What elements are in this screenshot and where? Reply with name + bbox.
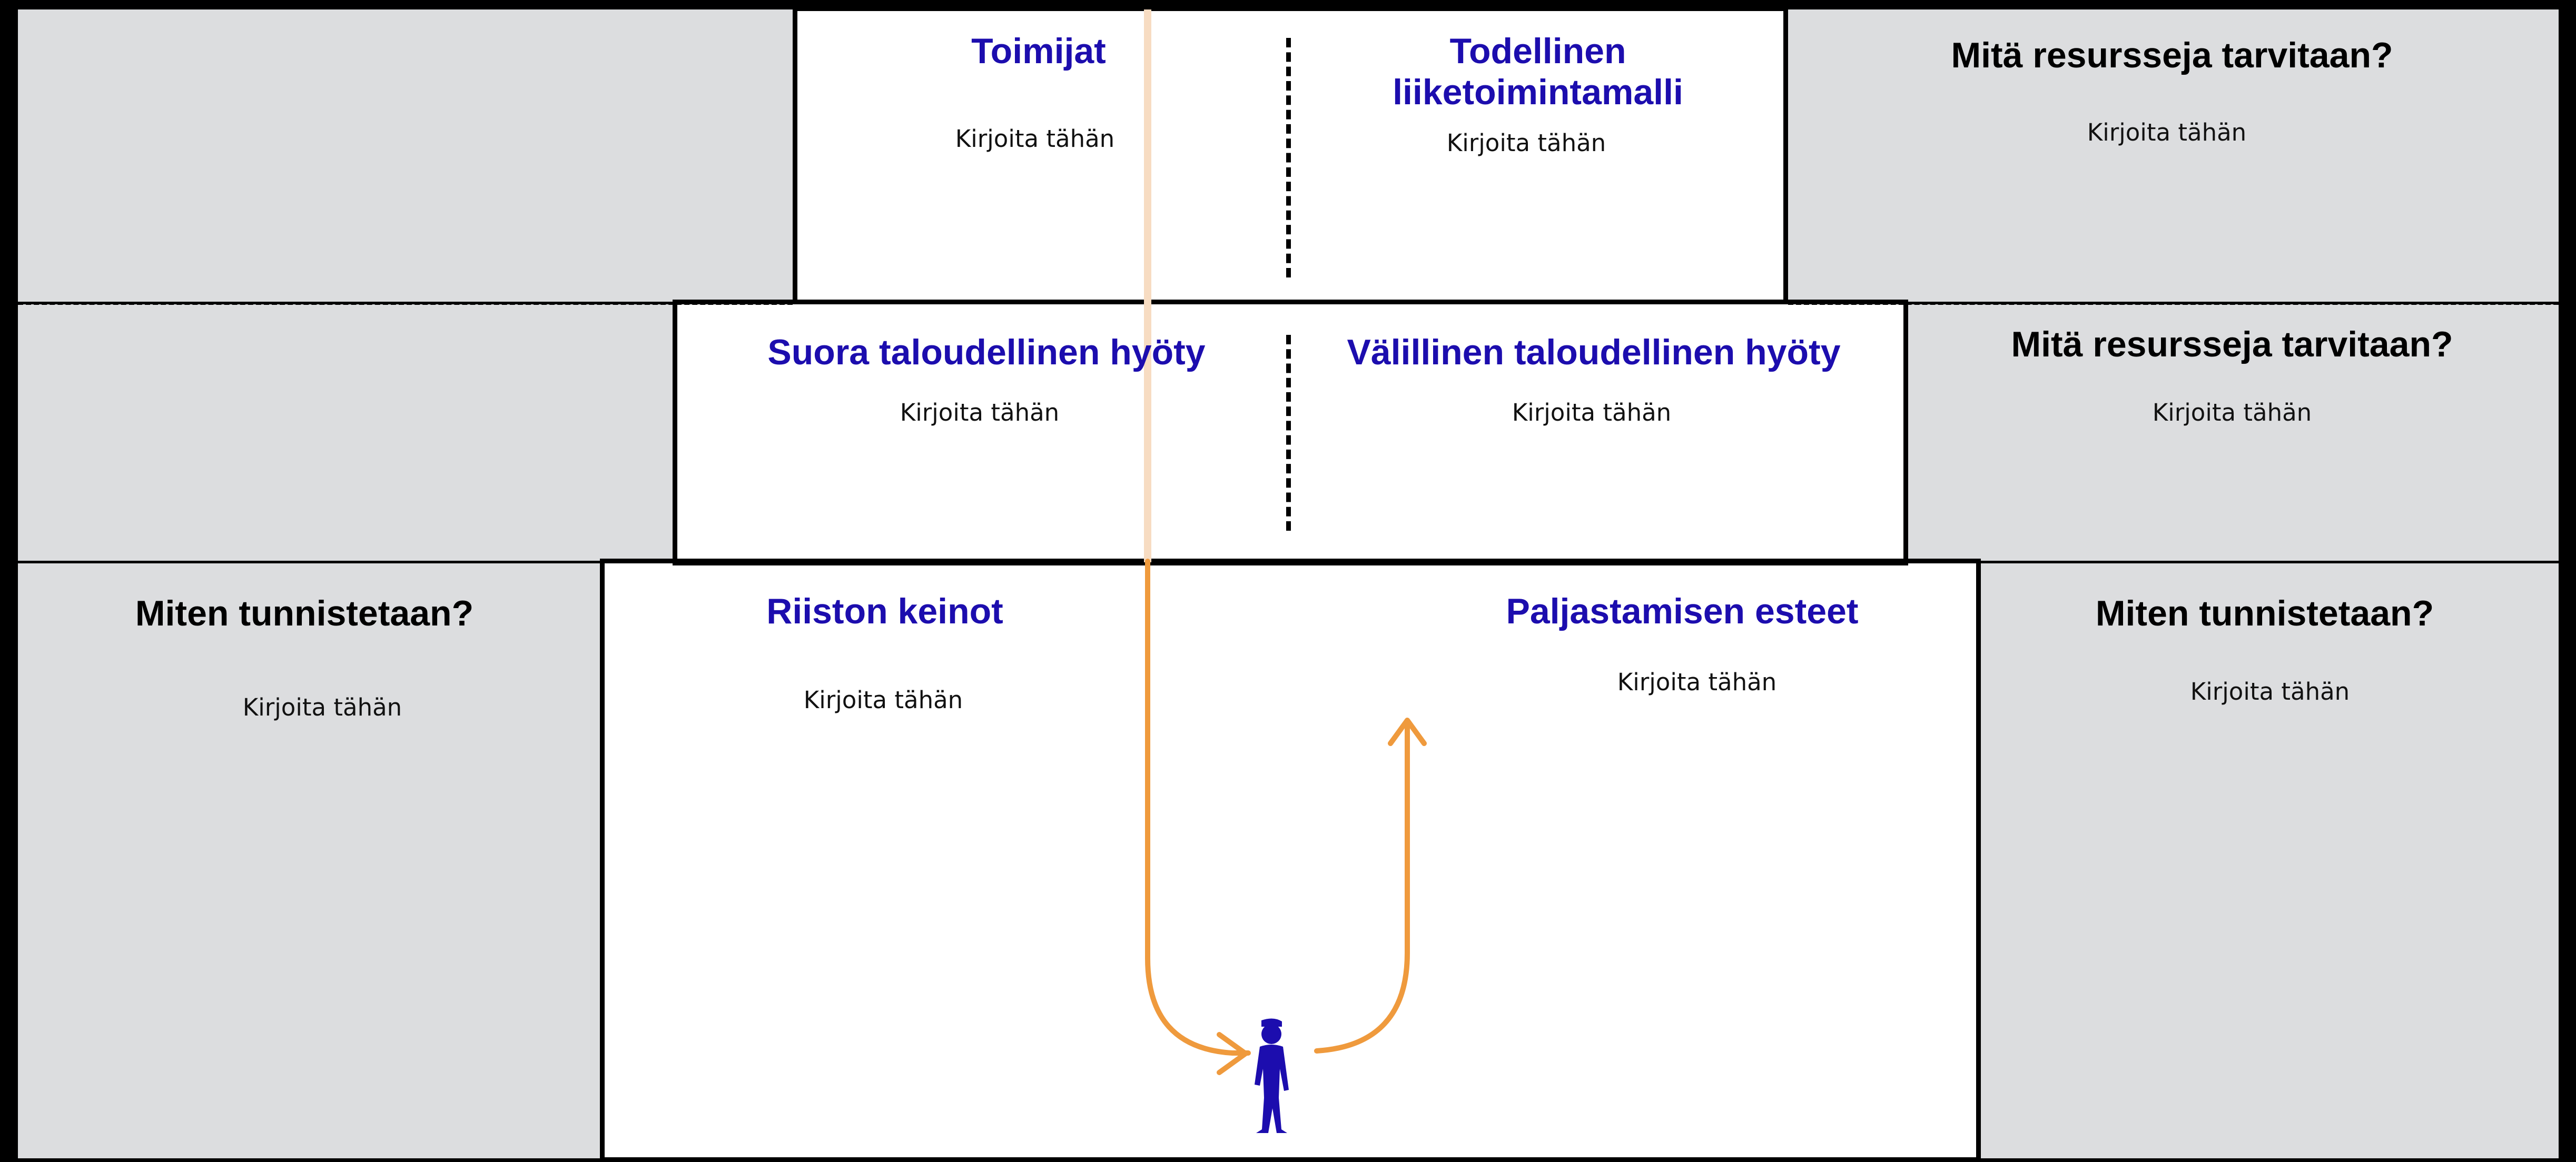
arrow-down-right-icon bbox=[1145, 559, 1251, 1075]
resources-note-middle[interactable]: Kirjoita tähän bbox=[2152, 399, 2312, 426]
indirect-benefit-heading: Välillinen taloudellinen hyöty bbox=[1347, 332, 1841, 372]
disclosure-barriers-heading: Paljastamisen esteet bbox=[1506, 591, 1859, 631]
bottom-tier bbox=[604, 563, 1977, 1158]
identify-heading-right: Miten tunnistetaan? bbox=[2095, 593, 2434, 633]
exploitation-means-heading: Riiston keinot bbox=[766, 591, 1003, 631]
arrow-up-icon bbox=[1314, 718, 1427, 1054]
top-left-panel bbox=[18, 9, 797, 302]
worker-figure-icon bbox=[1255, 1018, 1289, 1133]
top-right-panel bbox=[1783, 9, 2559, 302]
bottom-left-panel bbox=[18, 563, 604, 1158]
identify-note-right[interactable]: Kirjoita tähän bbox=[2190, 678, 2350, 706]
bottom-right-panel bbox=[1977, 563, 2559, 1158]
middle-right-panel bbox=[1904, 304, 2559, 561]
resources-heading-middle: Mitä resursseja tarvitaan? bbox=[2011, 324, 2453, 364]
resources-note-top[interactable]: Kirjoita tähän bbox=[2087, 118, 2247, 146]
actors-note[interactable]: Kirjoita tähän bbox=[955, 125, 1115, 153]
actors-heading: Toimijat bbox=[971, 31, 1106, 71]
middle-left-panel bbox=[18, 304, 676, 561]
disclosure-barriers-note[interactable]: Kirjoita tähän bbox=[1617, 668, 1777, 696]
row-divider-left-2 bbox=[18, 561, 673, 563]
row-divider-left-1 bbox=[18, 302, 793, 305]
direct-benefit-heading: Suora taloudellinen hyöty bbox=[767, 332, 1206, 372]
business-model-heading-line2: liiketoimintamalli bbox=[1393, 72, 1683, 112]
middle-column-divider bbox=[1286, 335, 1291, 531]
business-model-heading: Todellinen liiketoimintamalli bbox=[1393, 31, 1683, 113]
direct-benefit-note[interactable]: Kirjoita tähän bbox=[900, 399, 1060, 426]
identify-note-left[interactable]: Kirjoita tähän bbox=[242, 693, 402, 721]
bottom-tier-border bbox=[600, 559, 1981, 1162]
identify-heading-left: Miten tunnistetaan? bbox=[135, 593, 474, 633]
row-divider-right-2 bbox=[1908, 561, 2559, 563]
top-column-divider bbox=[1286, 38, 1291, 277]
vertical-guide-line bbox=[1144, 9, 1151, 562]
exploitation-means-note[interactable]: Kirjoita tähän bbox=[803, 686, 963, 714]
indirect-benefit-note[interactable]: Kirjoita tähän bbox=[1512, 399, 1672, 426]
business-model-note[interactable]: Kirjoita tähän bbox=[1446, 129, 1606, 157]
resources-heading-top: Mitä resursseja tarvitaan? bbox=[1951, 35, 2393, 75]
row-divider-right-1 bbox=[1788, 302, 2559, 305]
business-model-heading-line1: Todellinen bbox=[1449, 31, 1626, 71]
